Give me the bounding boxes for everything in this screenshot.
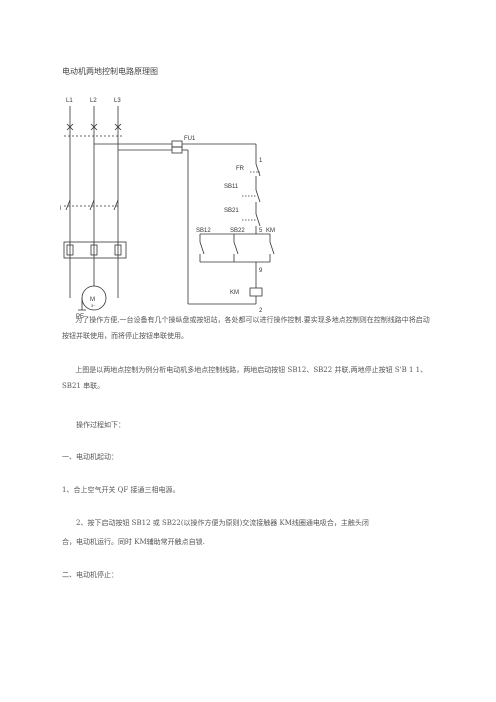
step-2: 2、按下启动按钮 SB12 或 SB22(以操作方便为原则)交流接触器 KM线圈…: [76, 519, 369, 527]
label-pe: PE: [76, 314, 84, 320]
node-9: 9: [259, 268, 263, 274]
step-2-cont: 合，电动机运行。同时 KM辅助常开触点自锁.: [62, 538, 205, 546]
node-2: 2: [259, 308, 263, 314]
paragraph-analysis: 上图是以两地点控制为例分析电动机多地点控制线路，两地启动按钮 SB12、SB22…: [62, 366, 428, 390]
label-km-aux: KM: [266, 228, 275, 234]
label-km-main: KM: [60, 206, 61, 212]
label-motor: M: [90, 297, 95, 303]
label-fr-main: FR: [60, 248, 61, 254]
label-km-coil: KM: [230, 290, 239, 296]
label-fu1: FU1: [184, 136, 196, 142]
label-sb22: SB22: [230, 228, 245, 234]
label-sb12: SB12: [196, 228, 211, 234]
circuit-diagram: L1 L2 L3 QF KM FR M 3~ PE FU1 FR SB11 SB…: [60, 98, 275, 320]
label-fr-ctrl: FR: [236, 166, 245, 172]
heading-stop: 二、电动机停止：: [62, 571, 118, 579]
label-l2: L2: [90, 98, 97, 104]
node-5: 5: [259, 228, 263, 234]
label-motor-sub: 3~: [91, 303, 96, 308]
label-qf: QF: [60, 126, 61, 132]
label-sb21: SB21: [224, 208, 239, 214]
label-sb11: SB11: [224, 184, 239, 190]
document-title: 电动机两地控制电路原理图: [62, 67, 158, 76]
label-l1: L1: [66, 98, 73, 104]
heading-start: 一、电动机起动：: [62, 453, 118, 461]
line-procedure: 操作过程如下：: [76, 421, 125, 429]
node-1: 1: [259, 158, 263, 164]
label-l3: L3: [114, 98, 121, 104]
step-1: 1、合上空气开关 QF 接通三相电源。: [62, 486, 180, 494]
paragraph-intro: 为了操作方便,一台设备有几个操纵盘或按钮站，各处都可以进行操作控制.要实现多地点…: [62, 316, 430, 340]
